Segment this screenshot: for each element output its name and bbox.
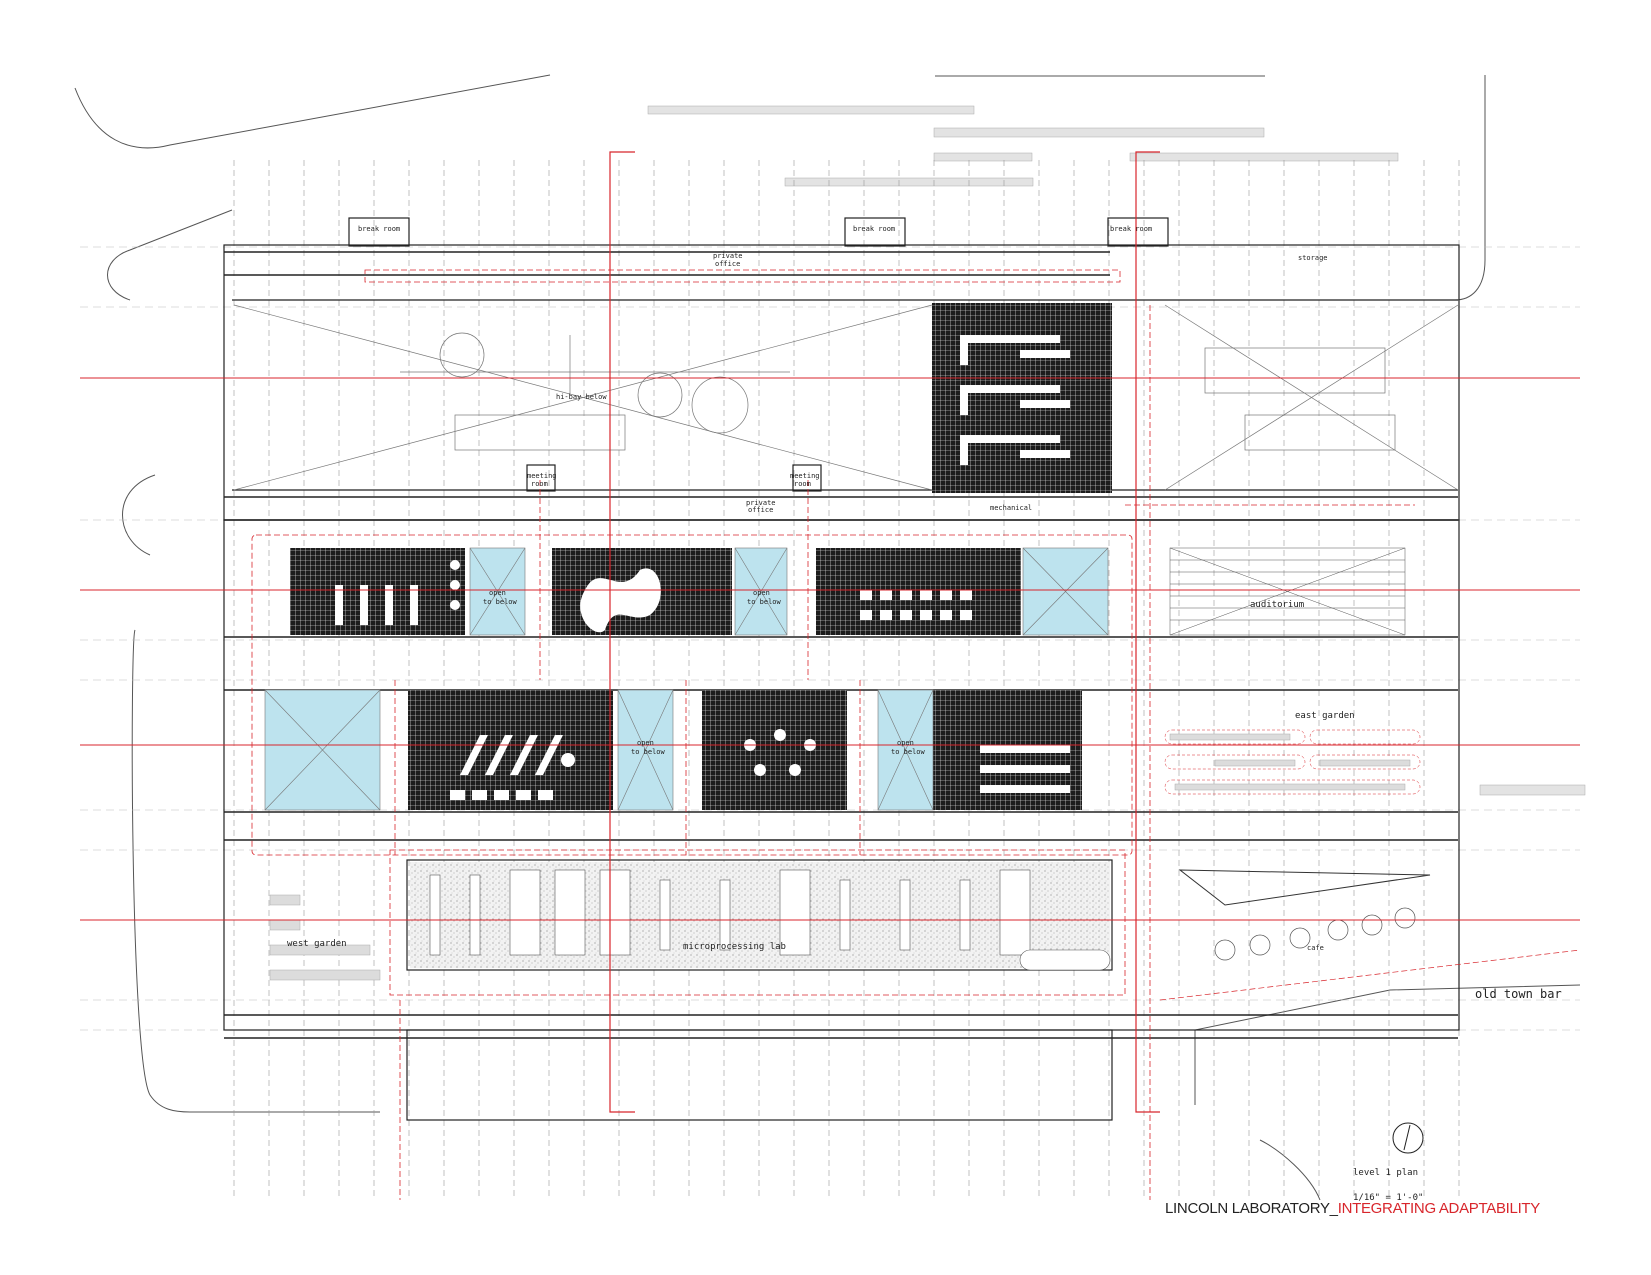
plan-scale: 1/16" = 1'-0": [1353, 1193, 1423, 1203]
private-office-label: private: [746, 499, 776, 507]
mechanical-block: [932, 303, 1112, 493]
open-to-below-label: to below: [747, 598, 782, 606]
break-room-label: break room: [853, 225, 895, 233]
auditorium-label: auditorium: [1250, 600, 1304, 610]
gardens: [269, 729, 1421, 981]
private-office-label: private: [713, 252, 743, 260]
plan-name: level 1 plan: [1353, 1168, 1418, 1178]
hi-bay: [233, 304, 1459, 491]
open-to-below-label: to below: [891, 748, 926, 756]
title-accent: INTEGRATING ADAPTABILITY: [1337, 1200, 1541, 1217]
site-context: [74, 74, 1581, 1201]
open-to-below-label: open: [489, 589, 506, 597]
north-arrow-icon: [1392, 1122, 1424, 1154]
break-room-label: break room: [1110, 225, 1152, 233]
context-blocks: [647, 105, 1586, 796]
open-to-below-label: to below: [483, 598, 518, 606]
open-to-below-areas: [264, 547, 1109, 811]
lab-d: [408, 690, 613, 810]
west-garden-label: west garden: [287, 939, 347, 949]
structural-grid: [233, 160, 1460, 1200]
meeting-room-label: meeting: [790, 472, 820, 480]
private-office-label: office: [715, 260, 740, 268]
private-office-label: office: [748, 506, 773, 514]
mechanical-label: mechanical: [990, 504, 1032, 512]
title-main: LINCOLN LABORATORY_: [1165, 1200, 1338, 1217]
hi-bay-label: hi-bay below: [556, 393, 607, 401]
auditorium-seating: [1169, 547, 1406, 636]
microprocessing-lab-floor: [410, 862, 1111, 971]
storage-label: storage: [1298, 254, 1328, 262]
open-to-below-label: open: [753, 589, 770, 597]
cafe-label: cafe: [1307, 944, 1324, 952]
open-to-below-label: open: [637, 739, 654, 747]
meeting-room-label: room: [794, 480, 811, 488]
old-town-bar-label: old town bar: [1475, 987, 1562, 1001]
facade-strips: [224, 251, 1458, 1039]
meeting-room-label: room: [531, 480, 548, 488]
circulation-paths: [251, 269, 1415, 1200]
meeting-room-label: meeting: [527, 472, 557, 480]
lab-c: [816, 548, 1021, 635]
east-garden-label: east garden: [1295, 711, 1355, 721]
cafe-area: [1159, 869, 1581, 1001]
section-lines: [80, 151, 1580, 1113]
open-to-below-label: open: [897, 739, 914, 747]
lab-e: [702, 690, 847, 810]
open-to-below-label: to below: [631, 748, 666, 756]
dark-rooms: [290, 303, 1112, 810]
lab-a: [290, 548, 465, 635]
drawing-title: LINCOLN LABORATORY_INTEGRATING ADAPTABIL…: [1160, 1200, 1540, 1217]
microprocessing-lab-label: microprocessing lab: [683, 942, 786, 952]
break-room-label: break room: [358, 225, 400, 233]
